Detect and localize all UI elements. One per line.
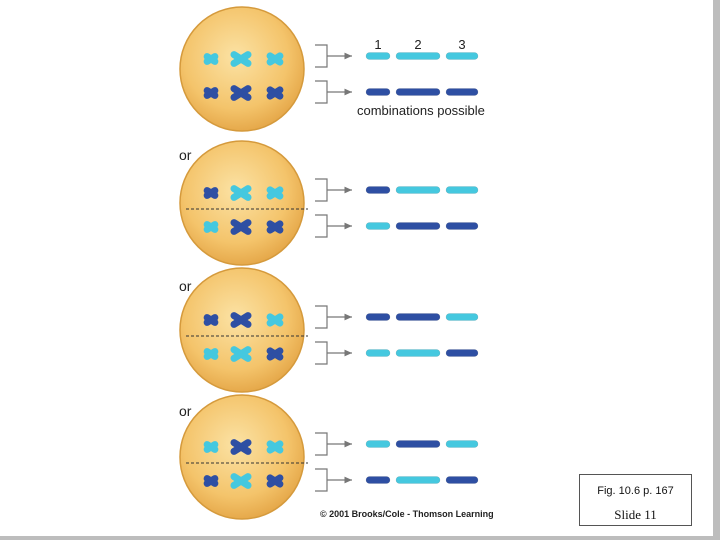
- gamete-top-1: [365, 52, 391, 60]
- gamete-bottom-3: [445, 476, 479, 484]
- gamete-top-3: [445, 186, 479, 194]
- gamete-bottom-2: [395, 222, 441, 230]
- slide-edge-bottom: [0, 536, 720, 540]
- chromosome-top-1: [203, 441, 219, 453]
- gamete-top-1: [365, 186, 391, 194]
- scenario-2: [179, 140, 479, 266]
- gamete-bottom-3: [445, 222, 479, 230]
- gamete-bottom-2: [395, 349, 441, 357]
- slide-edge-right: [713, 0, 720, 540]
- chromosome-top-1: [203, 53, 219, 65]
- chromosome-top-3: [266, 52, 284, 66]
- bracket-bottom: [315, 341, 328, 365]
- column-number-1: 1: [374, 37, 381, 52]
- chromosome-top-3: [266, 440, 284, 454]
- figure-reference: Fig. 10.6 p. 167: [597, 485, 674, 497]
- slide-number: Slide 11: [614, 507, 657, 522]
- bracket-top: [315, 44, 328, 68]
- gamete-top-3: [445, 313, 479, 321]
- chromosome-bottom-1: [203, 475, 219, 487]
- chromosome-bottom-1: [203, 87, 219, 99]
- gamete-bottom-1: [365, 476, 391, 484]
- chromosome-top-2: [230, 312, 252, 328]
- gamete-top-2: [395, 52, 441, 60]
- combinations-label: combinations possible: [357, 103, 485, 118]
- bracket-top: [315, 432, 328, 456]
- bracket-bottom: [315, 80, 328, 104]
- copyright-credit: © 2001 Brooks/Cole - Thomson Learning: [320, 509, 494, 519]
- chromosome-top-1: [203, 314, 219, 326]
- bracket-top: [315, 178, 328, 202]
- or-label-2: or: [179, 278, 192, 294]
- column-number-2: 2: [414, 37, 421, 52]
- chromosome-top-2: [230, 185, 252, 201]
- chromosome-bottom-2: [230, 473, 252, 489]
- chromosome-bottom-3: [266, 474, 284, 488]
- gamete-bottom-1: [365, 349, 391, 357]
- gamete-bottom-1: [365, 222, 391, 230]
- chromosome-bottom-3: [266, 86, 284, 100]
- caption-box: Fig. 10.6 p. 167 Slide 11: [579, 474, 692, 526]
- chromosome-bottom-2: [230, 85, 252, 101]
- column-number-3: 3: [458, 37, 465, 52]
- cell-4: [179, 394, 305, 520]
- gamete-bottom-1: [365, 88, 391, 96]
- cell-3: [179, 267, 305, 393]
- chromosome-bottom-3: [266, 347, 284, 361]
- cell-2: [179, 140, 305, 266]
- chromosome-top-1: [203, 187, 219, 199]
- bracket-bottom: [315, 468, 328, 492]
- gamete-bottom-2: [395, 88, 441, 96]
- gamete-bottom-3: [445, 88, 479, 96]
- gamete-top-3: [445, 52, 479, 60]
- gamete-bottom-2: [395, 476, 441, 484]
- chromosome-top-2: [230, 439, 252, 455]
- gamete-top-1: [365, 440, 391, 448]
- scenario-4: [179, 394, 479, 520]
- cell-1: [179, 6, 305, 132]
- chromosome-top-3: [266, 186, 284, 200]
- chromosome-top-2: [230, 51, 252, 67]
- chromosome-bottom-1: [203, 348, 219, 360]
- gamete-top-2: [395, 313, 441, 321]
- scenario-1: [179, 6, 479, 132]
- chromosome-bottom-2: [230, 346, 252, 362]
- chromosome-top-3: [266, 313, 284, 327]
- bracket-top: [315, 305, 328, 329]
- gamete-top-2: [395, 186, 441, 194]
- scenarios-layer: [179, 6, 479, 520]
- bracket-bottom: [315, 214, 328, 238]
- or-label-1: or: [179, 147, 192, 163]
- chromosome-bottom-3: [266, 220, 284, 234]
- gamete-bottom-3: [445, 349, 479, 357]
- or-label-3: or: [179, 403, 192, 419]
- chromosome-bottom-1: [203, 221, 219, 233]
- chromosome-bottom-2: [230, 219, 252, 235]
- gamete-top-3: [445, 440, 479, 448]
- gamete-top-1: [365, 313, 391, 321]
- gamete-top-2: [395, 440, 441, 448]
- scenario-3: [179, 267, 479, 393]
